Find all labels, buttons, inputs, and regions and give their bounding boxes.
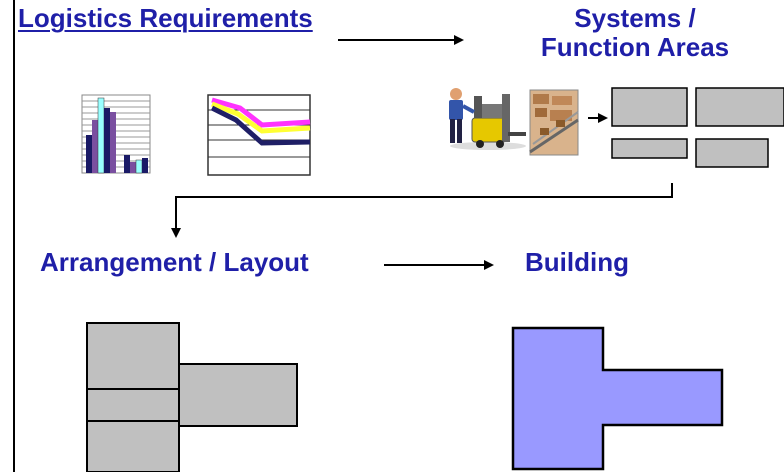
bar-chart-icon: [81, 94, 151, 174]
function-area-box: [611, 138, 688, 159]
layout-block: [86, 322, 180, 390]
function-area-box: [611, 87, 688, 127]
building-footprint: [511, 326, 724, 471]
systems-title-line2: Function Areas: [540, 31, 730, 62]
systems-function-areas-title: Systems / Function Areas: [500, 4, 770, 61]
logistics-requirements-title: Logistics Requirements: [18, 3, 313, 33]
function-area-box: [695, 87, 784, 127]
building-title: Building: [525, 247, 629, 277]
layout-block: [86, 420, 180, 472]
layout-block: [86, 388, 180, 422]
systems-title-line1: Systems /: [574, 3, 696, 33]
arrangement-layout-title: Arrangement / Layout: [40, 247, 309, 277]
function-area-box: [695, 138, 769, 168]
layout-block: [178, 363, 298, 427]
line-chart-icon: [207, 94, 311, 176]
arrow-systems-to-arrangement: [171, 183, 673, 238]
warehouse-photo-icon: [529, 89, 579, 156]
arrangement-layout-diagram: [86, 322, 298, 472]
left-border-line: [13, 0, 15, 472]
worker-forklift-icon: [449, 88, 526, 150]
